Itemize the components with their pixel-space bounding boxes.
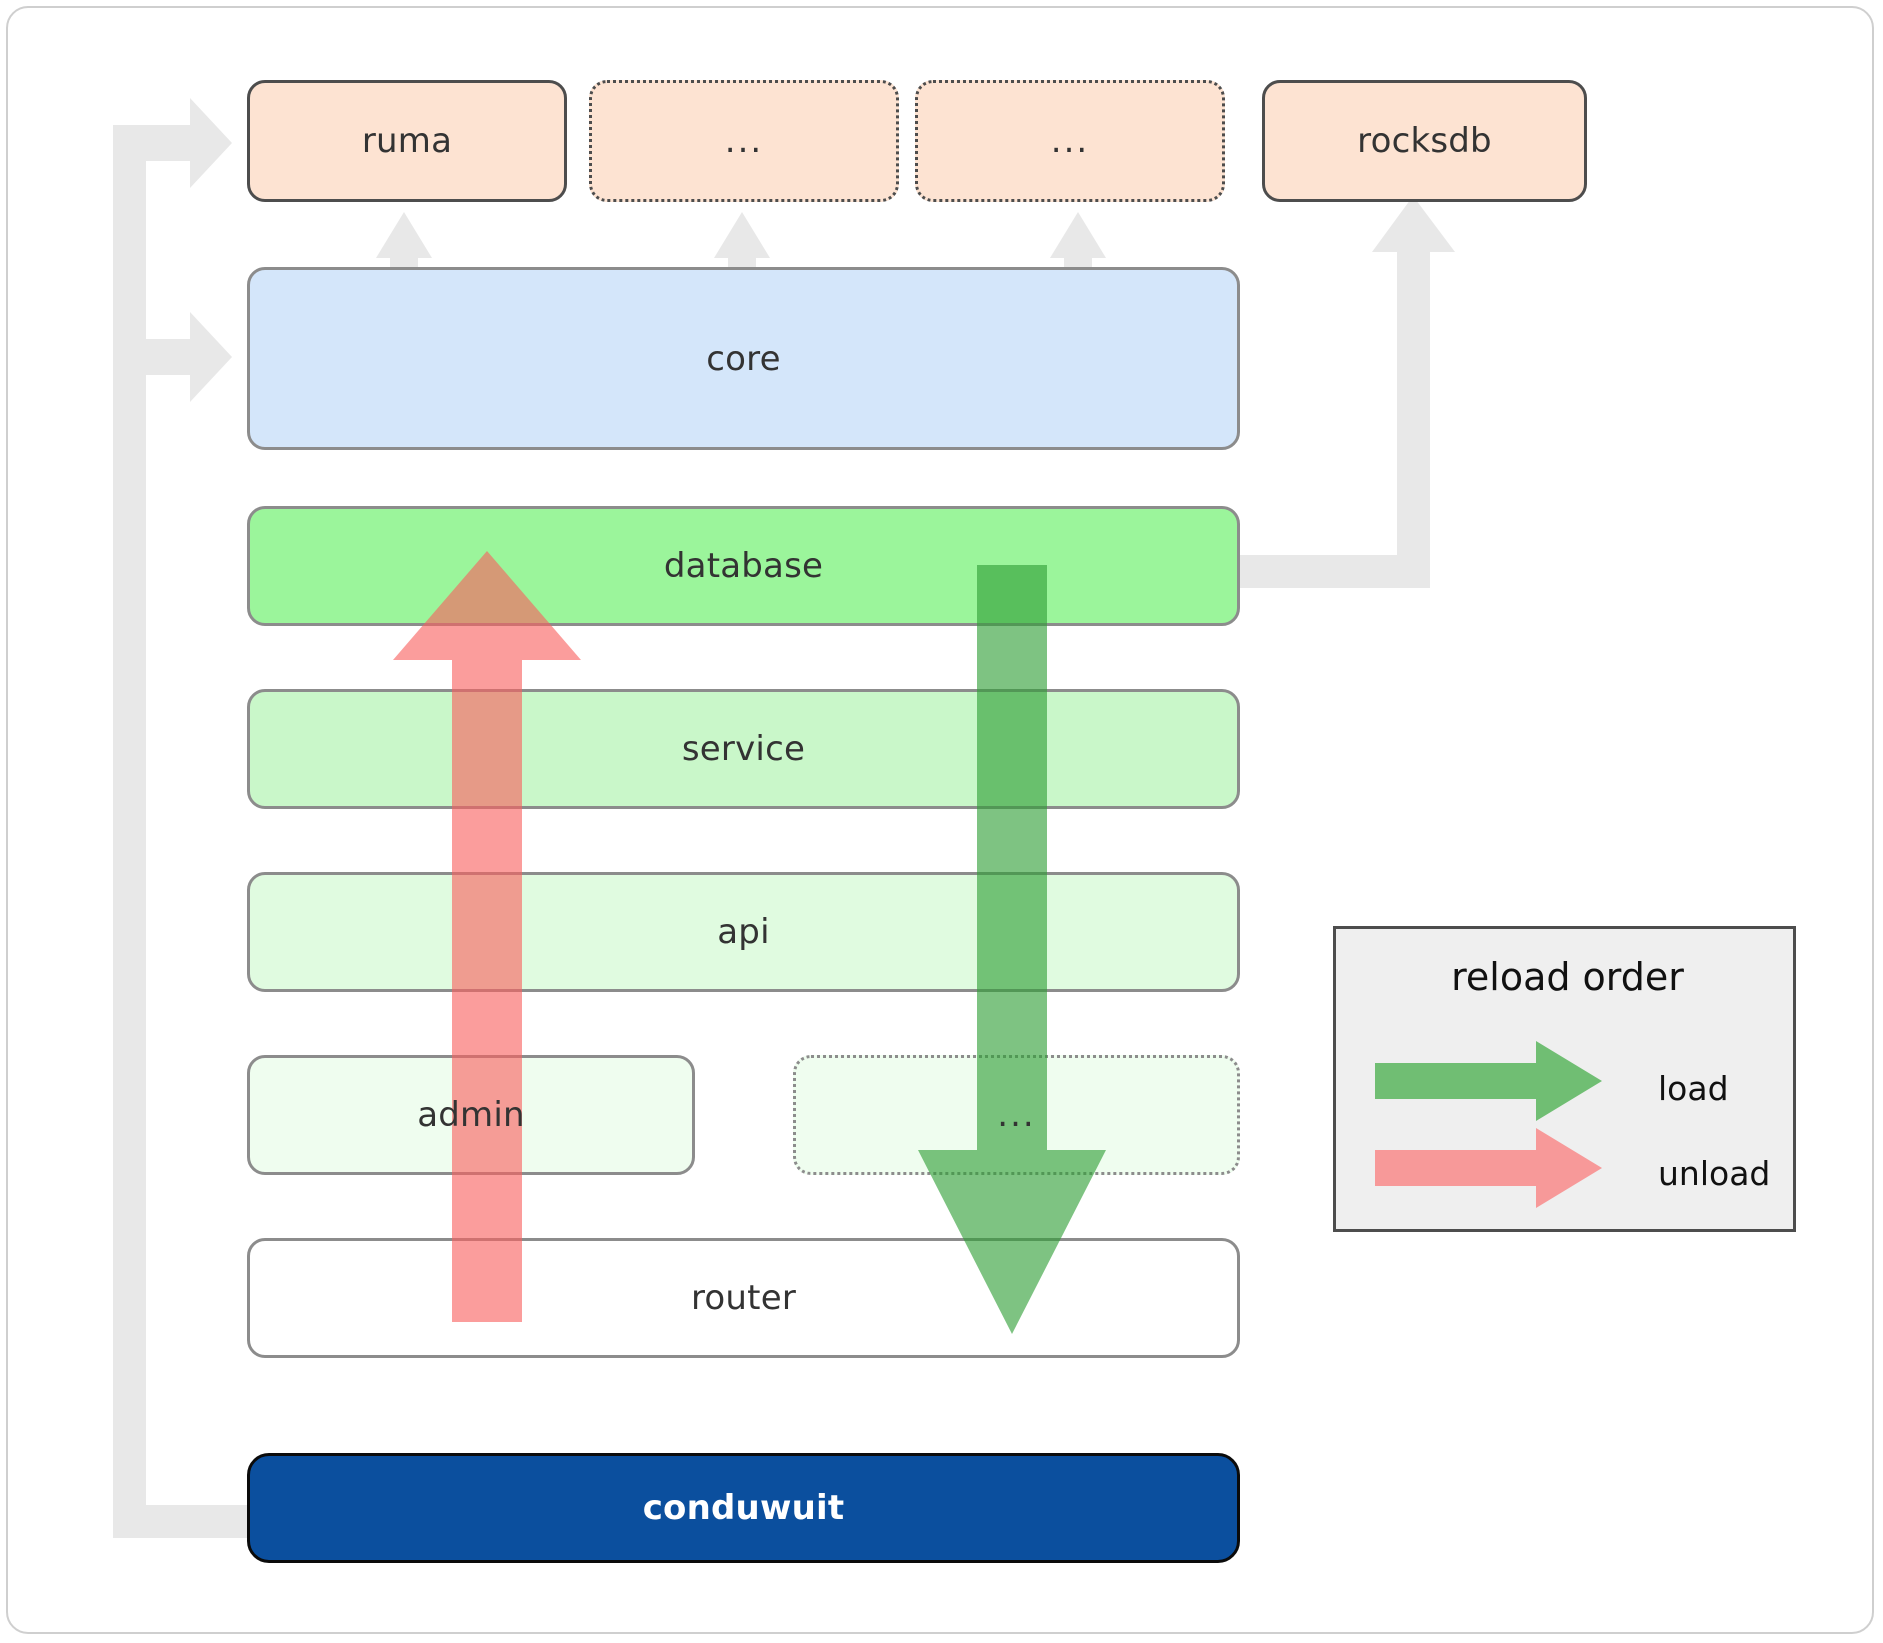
dependency-box-ruma[interactable]: ruma (247, 80, 567, 202)
legend-arrow-icons (1375, 1041, 1602, 1208)
layer-label-service: service (681, 729, 806, 769)
layer-label-database: database (663, 546, 824, 586)
layer-label-admin: admin (417, 1095, 525, 1135)
legend-title: reload order (1451, 955, 1684, 999)
legend-label-load: load (1658, 1069, 1729, 1108)
layer-label-ellipsis: ... (997, 1095, 1036, 1135)
dependency-box-ellipsis-1[interactable]: ... (589, 80, 899, 202)
diagram-frame (6, 6, 1874, 1634)
dependency-label-rocksdb: rocksdb (1357, 121, 1492, 161)
layer-box-database[interactable]: database (247, 506, 1240, 626)
layer-box-ellipsis[interactable]: ... (793, 1055, 1240, 1175)
legend-label-unload: unload (1658, 1154, 1771, 1193)
binary-label-conduwuit: conduwuit (642, 1488, 845, 1528)
layer-label-core: core (706, 338, 781, 379)
unload-arrow-icon (1375, 1128, 1602, 1208)
layer-label-router: router (690, 1278, 796, 1318)
dependency-box-rocksdb[interactable]: rocksdb (1262, 80, 1587, 202)
load-arrow-icon (1375, 1041, 1602, 1121)
dependency-box-ellipsis-2[interactable]: ... (915, 80, 1225, 202)
dependency-label-ellipsis-2: ... (1050, 121, 1090, 161)
binary-box-conduwuit[interactable]: conduwuit (247, 1453, 1240, 1563)
layer-box-core[interactable]: core (247, 267, 1240, 450)
layer-box-admin[interactable]: admin (247, 1055, 695, 1175)
layer-box-service[interactable]: service (247, 689, 1240, 809)
dependency-label-ellipsis-1: ... (724, 121, 764, 161)
dependency-label-ruma: ruma (361, 121, 453, 161)
legend-box: reload order load unload (1333, 926, 1796, 1232)
layer-box-api[interactable]: api (247, 872, 1240, 992)
layer-label-api: api (717, 912, 770, 952)
layer-box-router[interactable]: router (247, 1238, 1240, 1358)
